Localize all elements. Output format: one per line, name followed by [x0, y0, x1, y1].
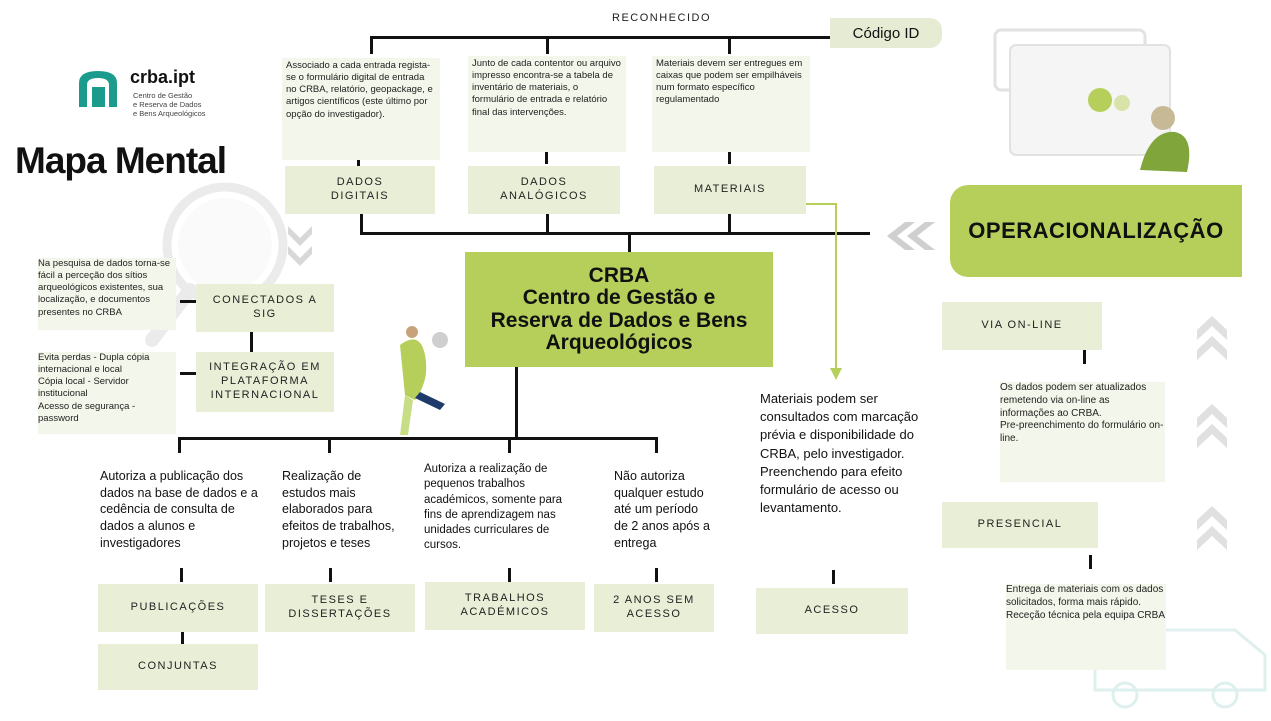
connector — [360, 232, 870, 235]
reconhecido-label: RECONHECIDO — [612, 12, 712, 24]
connector — [655, 568, 658, 582]
page-title: Mapa Mental — [15, 140, 227, 181]
integracao-box: INTEGRAÇÃO EM PLATAFORMA INTERNACIONAL — [196, 352, 334, 412]
connector — [250, 332, 253, 352]
center-line-2: Centro de Gestão e — [522, 286, 716, 310]
codigo-id-box: Código ID — [830, 18, 942, 48]
dados-digitais-box: DADOS DIGITAIS — [285, 166, 435, 214]
crba-center-node: CRBA Centro de Gestão e Reserva de Dados… — [465, 252, 773, 367]
connector — [508, 568, 511, 582]
text-teses: Realização de estudos mais elaborados pa… — [282, 469, 395, 550]
connector — [328, 437, 331, 453]
note-sig: Na pesquisa de dados torna-se fácil a pe… — [38, 258, 176, 330]
center-line-4: Arqueológicos — [545, 330, 693, 354]
chevron-down-icon — [288, 226, 312, 266]
chevron-up-icon — [1197, 316, 1227, 550]
logo-subtitle-2: e Reserva de Dados — [133, 100, 202, 109]
conjuntas-box: CONJUNTAS — [98, 644, 258, 690]
logo-name: crba.ipt — [130, 67, 196, 87]
via-online-box: VIA ON-LINE — [942, 302, 1102, 350]
acesso-box: ACESSO — [756, 588, 908, 634]
connector — [178, 437, 181, 453]
dados-analogicos-box: DADOS ANALÓGICOS — [468, 166, 620, 214]
connector — [728, 36, 731, 54]
logo-subtitle-3: e Bens Arqueológicos — [133, 109, 206, 118]
teses-box: TESES E DISSERTAÇÕES — [265, 584, 415, 632]
logo-subtitle-1: Centro de Gestão — [133, 91, 193, 100]
connector — [728, 214, 731, 234]
connector — [546, 214, 549, 234]
connector — [180, 372, 198, 375]
logo-icon — [75, 69, 121, 109]
connector — [370, 36, 373, 54]
dois-anos-box: 2 ANOS SEM ACESSO — [594, 584, 714, 632]
connector — [180, 568, 183, 582]
operacionalizacao-node: OPERACIONALIZAÇÃO — [950, 185, 1242, 277]
note-materiais: Materiais devem ser entregues em caixas … — [652, 56, 810, 152]
connector — [178, 437, 658, 440]
conectados-sig-box: CONECTADOS A SIG — [196, 284, 334, 332]
connector — [360, 214, 363, 234]
note-online: Os dados podem ser atualizados remetendo… — [1000, 382, 1165, 482]
connector — [370, 36, 830, 39]
chevron-left-icon — [887, 222, 935, 250]
presencial-box: PRESENCIAL — [942, 502, 1098, 548]
climbing-person-illustration — [400, 326, 448, 435]
center-title: CRBA — [588, 264, 650, 288]
connector — [180, 300, 198, 303]
connector — [546, 36, 549, 54]
connector — [628, 232, 631, 252]
connector — [728, 150, 731, 164]
connector — [832, 570, 835, 584]
text-acesso: Materiais podem ser consultados com marc… — [760, 391, 919, 516]
note-integracao: Evita perdas - Dupla cópia internacional… — [38, 352, 176, 434]
text-trabalhos: Autoriza a realização de pequenos trabal… — [424, 463, 563, 552]
connector — [508, 437, 511, 453]
note-presencial: Entrega de materiais com os dados solici… — [1006, 584, 1166, 670]
connector — [655, 437, 658, 453]
connector — [1083, 350, 1086, 364]
center-line-3: Reserva de Dados e Bens — [490, 308, 748, 332]
text-2-anos: Não autoriza qualquer estudo até um perí… — [614, 469, 710, 550]
connector — [329, 568, 332, 582]
folder-person-illustration — [993, 28, 1190, 172]
crba-logo: crba.ipt Centro de Gestão e Reserva de D… — [75, 67, 275, 127]
connector — [181, 630, 184, 644]
note-dados-digitais: Associado a cada entrada regista-se o fo… — [282, 58, 440, 160]
note-dados-analogicos: Junto de cada contentor ou arquivo impre… — [468, 56, 626, 152]
connector — [545, 150, 548, 164]
connector — [515, 367, 518, 439]
publicacoes-box: PUBLICAÇÕES — [98, 584, 258, 632]
trabalhos-box: TRABALHOS ACADÉMICOS — [425, 582, 585, 630]
materiais-box: MATERIAIS — [654, 166, 806, 214]
connector — [1089, 555, 1092, 569]
text-publicacoes: Autoriza a publicação dos dados na base … — [100, 469, 258, 550]
